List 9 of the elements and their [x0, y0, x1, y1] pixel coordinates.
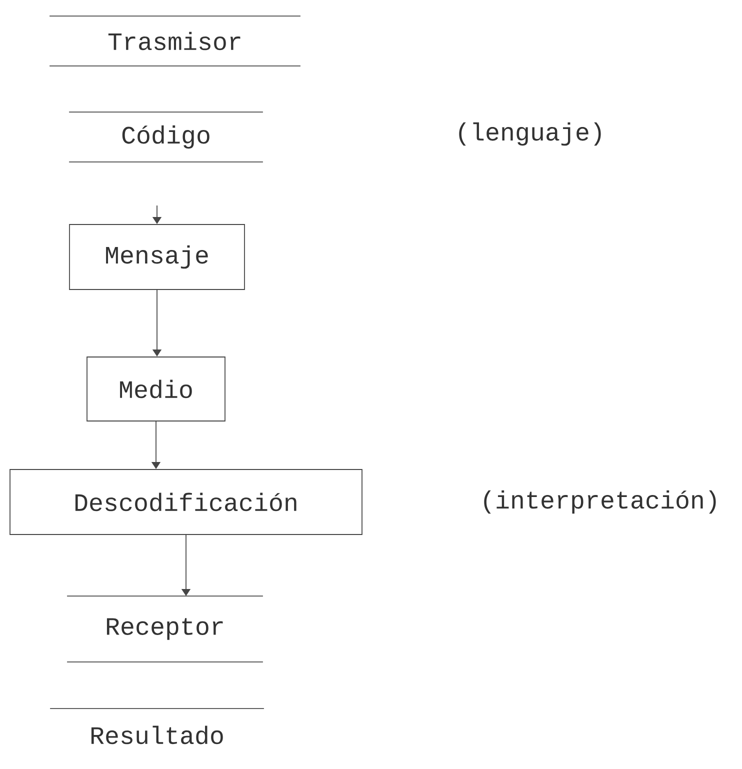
process-box: Mensaje — [69, 224, 245, 290]
side-note: (interpretación) — [484, 490, 716, 514]
process-box: Medio — [86, 356, 226, 422]
result-node: Resultado — [50, 708, 264, 744]
band-node: Código — [68, 112, 264, 162]
process-box: Descodificación — [10, 469, 362, 535]
band-node: Receptor — [66, 596, 264, 662]
band-node: Trasmisor — [49, 16, 301, 66]
side-note: (lenguaje) — [459, 122, 601, 146]
